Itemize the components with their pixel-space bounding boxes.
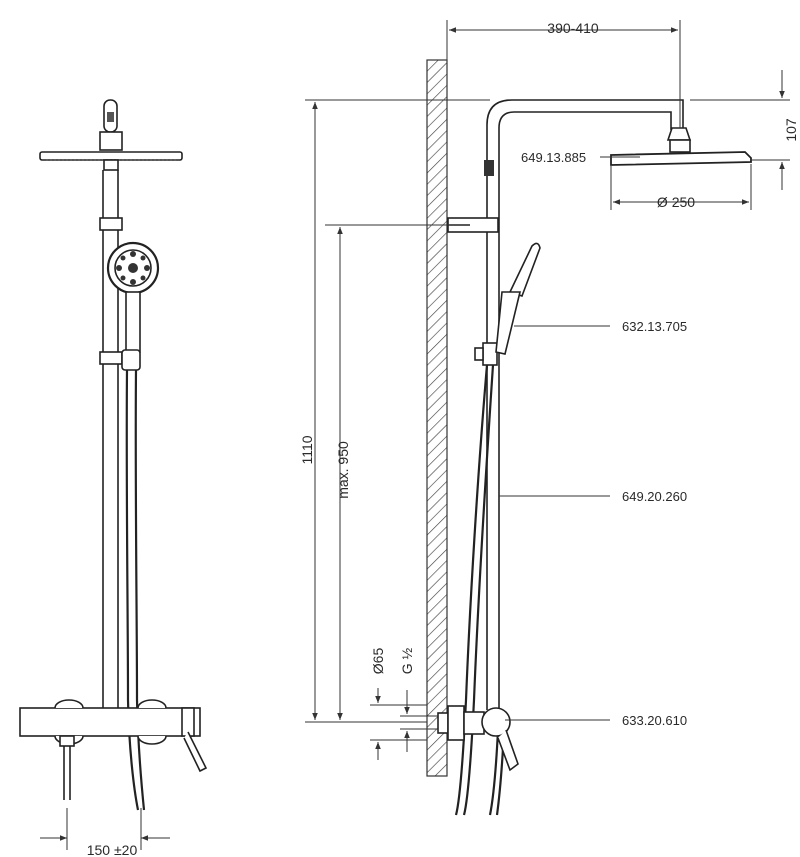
side-overhead-shower (610, 127, 752, 166)
part-label-mixer: 633.20.610 (622, 713, 687, 728)
part-label-overhead-shower: 649.13.885 (521, 150, 586, 165)
front-hose (125, 369, 146, 811)
front-hand-shower (106, 241, 160, 371)
thread-label: G ½ (399, 647, 415, 674)
front-mixer (19, 699, 208, 800)
side-mixer (437, 705, 519, 772)
side-riser-and-arm (474, 99, 684, 710)
center-distance-dimension (40, 808, 170, 850)
max-height-label: max. 950 (335, 441, 351, 499)
front-view (19, 99, 208, 811)
part-leader-lines (499, 156, 640, 721)
side-hose (454, 364, 506, 816)
side-hand-shower (495, 242, 541, 355)
projection-width-label: 390-410 (547, 20, 599, 36)
front-overhead-shower (39, 151, 183, 171)
total-height-label: 1110 (299, 435, 315, 464)
front-head-connector (99, 99, 123, 151)
head-diameter-label: Ø 250 (657, 194, 695, 210)
part-label-riser-rail: 649.20.260 (622, 489, 687, 504)
wall-hatching (426, 59, 448, 777)
center-distance-label: 150 ±20 (87, 842, 138, 857)
connection-diameter-label: Ø65 (370, 648, 386, 675)
side-dimension-lines (305, 20, 790, 760)
part-label-hand-shower: 632.13.705 (622, 319, 687, 334)
head-offset-label: 107 (783, 118, 799, 142)
side-wall-bracket (447, 217, 499, 233)
side-view (437, 99, 752, 816)
